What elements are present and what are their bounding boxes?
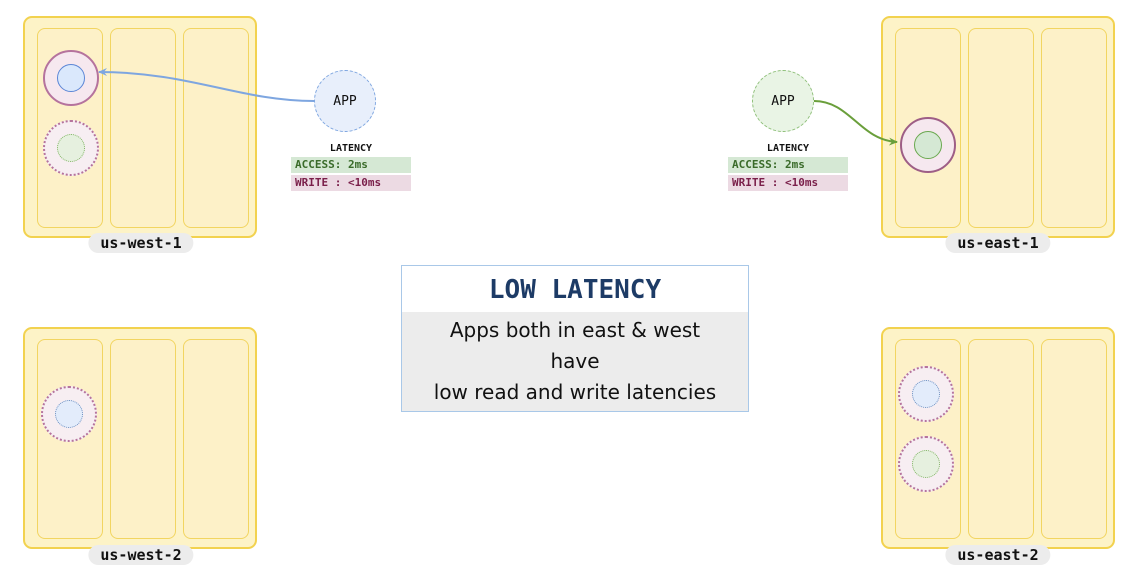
node-column (968, 28, 1034, 228)
node-column (183, 339, 249, 539)
callout-line: low read and write latencies (433, 380, 717, 404)
leaseholder-replica-west (43, 50, 99, 106)
callout-line: have (550, 349, 600, 373)
node-column (110, 339, 176, 539)
node-column (110, 28, 176, 228)
latency-access: ACCESS: 2ms (728, 157, 848, 173)
node-column (968, 339, 1034, 539)
latency-title: LATENCY (766, 143, 810, 154)
callout-line: Apps both in east & west (449, 318, 701, 342)
region-label-us-west-1: us-west-1 (88, 233, 194, 253)
replica-core-blue (57, 64, 85, 92)
app-node-east: APP (752, 70, 814, 132)
arrow-east-app-to-leaseholder (813, 100, 898, 146)
callout-body: Apps both in east & west have low read a… (402, 312, 748, 411)
region-label-us-east-2: us-east-2 (945, 545, 1051, 565)
region-us-east-1 (881, 16, 1115, 238)
follower-replica-green (898, 436, 954, 492)
replica-core-blue (55, 400, 83, 428)
callout-title: LOW LATENCY (488, 275, 662, 305)
node-column (183, 28, 249, 228)
follower-replica-green (43, 120, 99, 176)
node-column (1041, 339, 1107, 539)
latency-title: LATENCY (329, 143, 373, 154)
node-column (1041, 28, 1107, 228)
replica-core-green (912, 450, 940, 478)
region-label-us-east-1: us-east-1 (945, 233, 1051, 253)
latency-write: WRITE : <10ms (291, 175, 411, 191)
app-label: APP (771, 93, 795, 109)
app-node-west: APP (314, 70, 376, 132)
follower-replica-blue (898, 366, 954, 422)
replica-core-green (914, 131, 942, 159)
region-us-east-2 (881, 327, 1115, 549)
latency-write: WRITE : <10ms (728, 175, 848, 191)
leaseholder-replica-east (900, 117, 956, 173)
replica-core-green (57, 134, 85, 162)
arrow-west-app-to-leaseholder (98, 68, 315, 102)
region-us-west-1 (23, 16, 257, 238)
follower-replica-blue (41, 386, 97, 442)
latency-access: ACCESS: 2ms (291, 157, 411, 173)
region-us-west-2 (23, 327, 257, 549)
app-label: APP (333, 93, 357, 109)
replica-core-blue (912, 380, 940, 408)
region-label-us-west-2: us-west-2 (88, 545, 194, 565)
low-latency-callout: LOW LATENCY Apps both in east & west hav… (401, 265, 749, 412)
